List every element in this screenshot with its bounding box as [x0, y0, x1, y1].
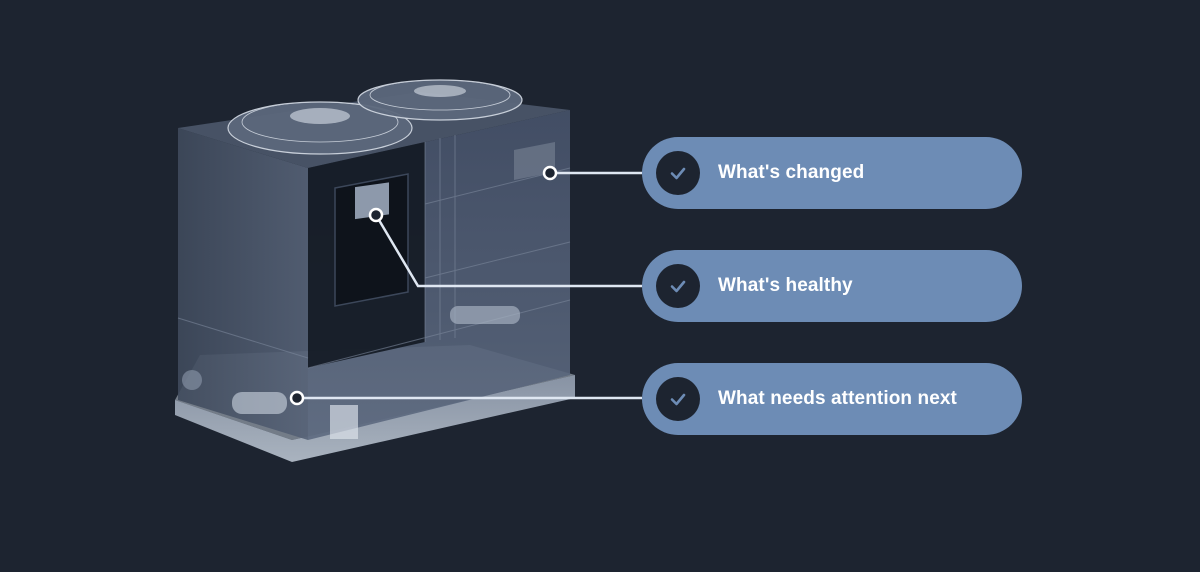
callout-label: What needs attention next	[718, 388, 957, 409]
fan-right	[357, 79, 523, 121]
control-panel	[334, 173, 409, 307]
check-icon	[656, 151, 700, 195]
check-icon	[656, 264, 700, 308]
dot-changed	[542, 165, 558, 181]
connector-healthy	[374, 214, 642, 288]
callout-whats-changed: What's changed	[642, 137, 1022, 209]
check-icon	[656, 377, 700, 421]
fan-left	[227, 101, 413, 155]
unit-left-side	[178, 128, 308, 440]
callout-label: What's healthy	[718, 275, 853, 296]
dot-attention	[289, 390, 305, 406]
base-tray	[175, 375, 575, 462]
connector-lines	[297, 171, 642, 400]
callout-needs-attention: What needs attention next	[642, 363, 1022, 435]
dot-healthy	[368, 207, 384, 223]
callout-whats-healthy: What's healthy	[642, 250, 1022, 322]
callout-label: What's changed	[718, 162, 865, 183]
internal-components	[182, 306, 520, 439]
connector-dots	[289, 165, 558, 406]
